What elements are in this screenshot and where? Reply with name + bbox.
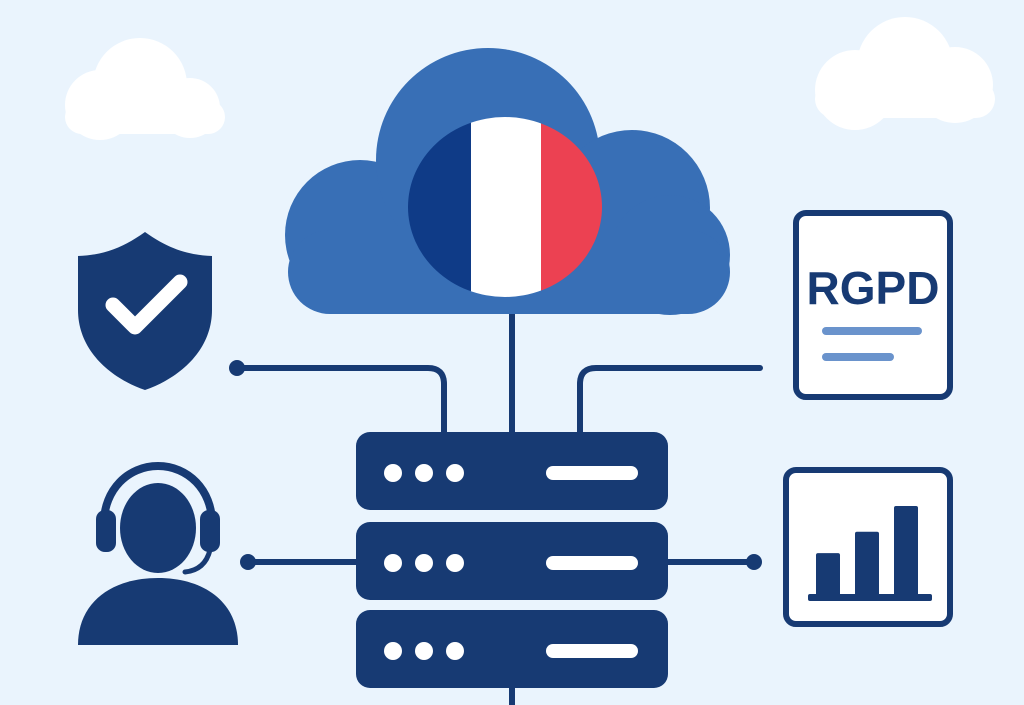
decorative-cloud-right-icon xyxy=(815,17,995,130)
headset-right-ear xyxy=(200,510,220,552)
bar-chart-bar-3 xyxy=(894,506,918,596)
server-light xyxy=(415,554,433,572)
server-light xyxy=(384,554,402,572)
document-label: RGPD xyxy=(807,262,940,314)
endpoint-chart xyxy=(746,554,762,570)
server-light xyxy=(415,642,433,660)
server-drive-slot xyxy=(546,556,638,570)
server-light xyxy=(446,642,464,660)
support-agent-icon xyxy=(78,461,238,645)
server-rack-icon xyxy=(356,432,668,688)
server-light xyxy=(384,464,402,482)
connector-document-server xyxy=(577,365,763,435)
bar-chart-baseline xyxy=(808,594,932,601)
agent-body xyxy=(78,578,238,645)
bar-chart-bar-2 xyxy=(855,531,879,596)
document-text-line xyxy=(822,327,922,335)
bar-chart-bar-1 xyxy=(816,553,840,596)
connector-lines xyxy=(237,305,763,705)
server-light xyxy=(384,642,402,660)
shield-check-icon xyxy=(78,232,212,390)
connector-shield-server xyxy=(237,365,447,435)
server-unit-1 xyxy=(356,432,668,510)
server-light xyxy=(415,464,433,482)
agent-head xyxy=(120,483,196,573)
bar-chart-bars xyxy=(816,506,918,596)
endpoint-agent xyxy=(240,554,256,570)
server-light xyxy=(446,464,464,482)
document-text-line xyxy=(822,353,894,361)
headset-band xyxy=(100,461,216,524)
connector-endpoints xyxy=(229,360,762,570)
server-light xyxy=(446,554,464,572)
server-drive-slot xyxy=(546,466,638,480)
document-icon: RGPD xyxy=(793,210,953,400)
server-unit-3 xyxy=(356,610,668,688)
bar-chart-icon xyxy=(783,467,953,627)
flag-white-band xyxy=(471,117,541,297)
headset-mic xyxy=(182,547,213,575)
decorative-cloud-left-icon xyxy=(65,38,225,140)
server-drive-slot xyxy=(546,644,638,658)
endpoint-shield xyxy=(229,360,245,376)
server-unit-2 xyxy=(356,522,668,600)
checkmark-icon xyxy=(105,274,188,335)
headset-left-ear xyxy=(96,510,116,552)
